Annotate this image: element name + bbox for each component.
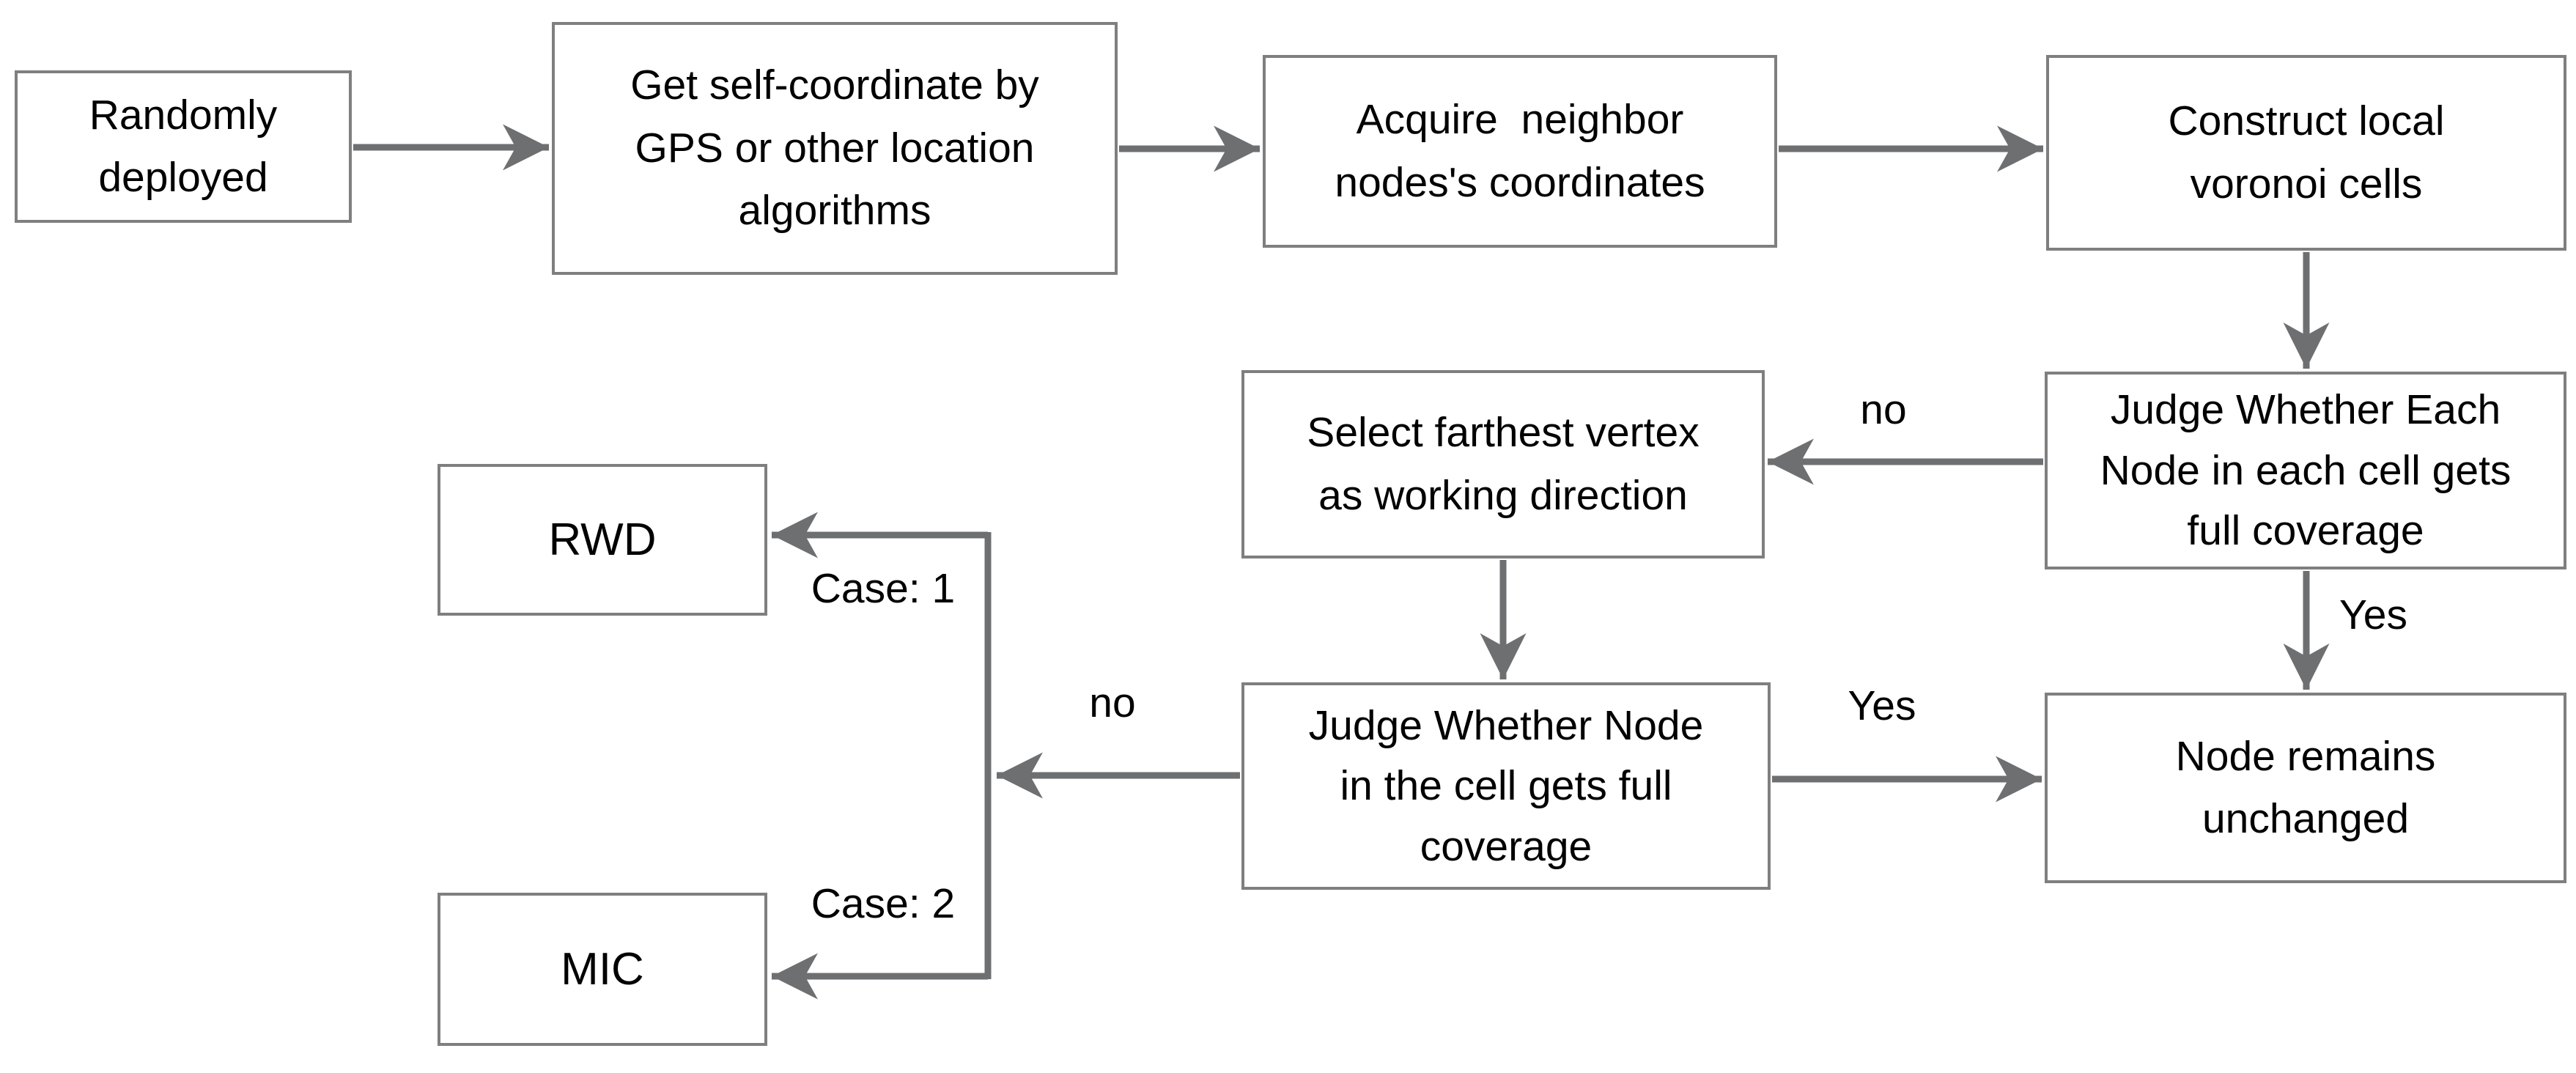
node-rwd: RWD (438, 464, 767, 616)
edge-label-judge-node-yes: Yes (1848, 682, 1916, 729)
node-node-remains-unchanged: Node remains unchanged (2045, 693, 2566, 883)
node-get-self-coordinate: Get self-coordinate by GPS or other loca… (552, 22, 1118, 275)
node-acquire-neighbor-coordinates: Acquire neighbor nodes's coordinates (1263, 55, 1777, 248)
node-randomly-deployed: Randomly deployed (15, 70, 352, 223)
edge-label-judge-each-yes: Yes (2339, 591, 2407, 638)
edge-label-case-1: Case: 1 (811, 565, 956, 612)
node-judge-node-in-cell-full-coverage: Judge Whether Node in the cell gets full… (1241, 682, 1771, 890)
edge-label-judge-each-no: no (1860, 386, 1907, 433)
node-construct-local-voronoi-cells: Construct local voronoi cells (2046, 55, 2566, 251)
node-judge-each-node-full-coverage: Judge Whether Each Node in each cell get… (2045, 372, 2566, 569)
node-select-farthest-vertex: Select farthest vertex as working direct… (1241, 370, 1765, 558)
node-mic: MIC (438, 893, 767, 1046)
edge-label-judge-node-no: no (1089, 679, 1136, 726)
edge-label-case-2: Case: 2 (811, 880, 956, 927)
